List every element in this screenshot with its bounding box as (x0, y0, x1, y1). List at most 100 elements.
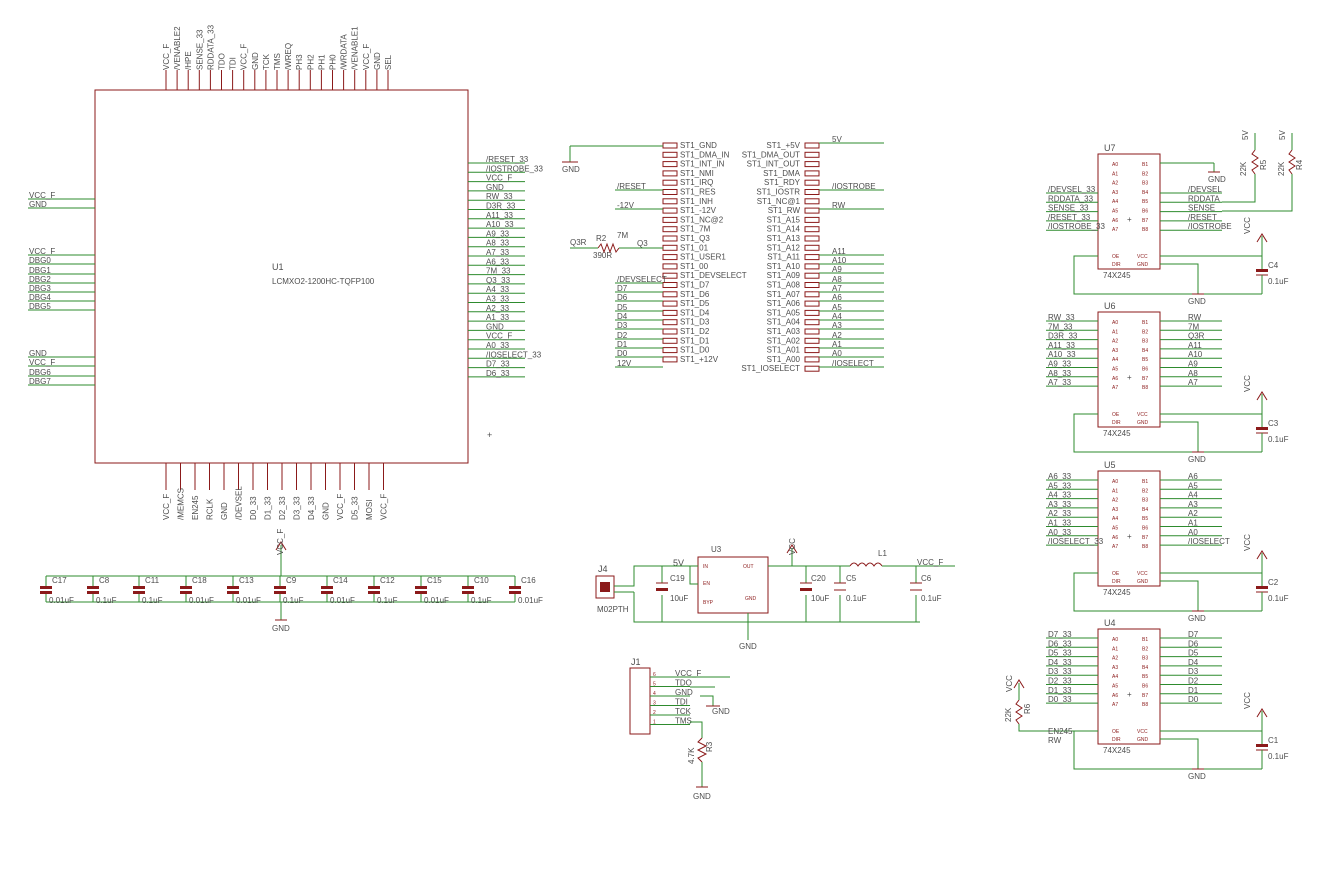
buffer-right-net: /DEVSEL (1188, 185, 1222, 194)
slot-right-pin: ST1_A11 (767, 253, 800, 262)
u1-top-net: /WRDATA (340, 34, 349, 70)
buffer-left-net: A11_33 (1048, 341, 1076, 350)
buffer-pin-oe: OE (1112, 729, 1120, 735)
buffer-right-net: A4 (1188, 491, 1198, 500)
slot-right-net: A5 (832, 303, 842, 312)
u1-top-net: GND (251, 52, 260, 70)
buffer-pin-b: B5 (1142, 674, 1148, 680)
buffer-pin-b: B1 (1142, 479, 1148, 485)
cap-ref: C16 (521, 576, 536, 585)
u1-bottom-net: VCC_F (380, 494, 389, 520)
buffer-left-net: D0_33 (1048, 695, 1072, 704)
q3-label: Q3 (637, 239, 648, 248)
buffer-pin-a: A4 (1112, 199, 1118, 205)
buffer-pin-a: A3 (1112, 348, 1118, 354)
jtag-gnd2: GND (693, 792, 711, 801)
slot-left-pin: ST1_Q3 (680, 234, 710, 243)
u1-right-net: A6_33 (486, 257, 510, 266)
slot-right-pin: ST1_A00 (767, 355, 801, 364)
u1-right-net: GND (486, 322, 504, 331)
u1-top-net: /WREQ (284, 43, 293, 70)
buffer-pin-a: A2 (1112, 498, 1118, 504)
slot-left-pin: ST1_RES (680, 188, 716, 197)
jtag-net: VCC_F (675, 669, 701, 678)
buffer-pin-a: A2 (1112, 656, 1118, 662)
buffer-left-net: D3_33 (1048, 667, 1072, 676)
u1-right-net: /IOSTROBE_33 (486, 164, 543, 173)
buffer-pin-oe: OE (1112, 412, 1120, 418)
u1-left-net: VCC_F (29, 358, 55, 367)
u4-rw-label: RW (1048, 736, 1062, 745)
slot-right-net: A11 (832, 247, 846, 256)
slot-right-pin: ST1_IOSELECT (741, 364, 800, 373)
slot-right-net: RW (832, 201, 846, 210)
slot-left-pin: ST1_INH (680, 197, 713, 206)
u1-left-net: DBG1 (29, 266, 51, 275)
u3-gnd-label: GND (739, 642, 757, 651)
cap-ref: C14 (333, 576, 348, 585)
slot-left-net: D6 (617, 293, 628, 302)
buffer-pin-a: A0 (1112, 479, 1118, 485)
u1-top-net: SEL (384, 54, 393, 70)
buffer-pin-a: A1 (1112, 488, 1118, 494)
buffer-pin-a: A6 (1112, 693, 1118, 699)
u1-bottom-net: GND (322, 502, 331, 520)
buffer-pin-b: B6 (1142, 684, 1148, 690)
buffer-right-net: D0 (1188, 695, 1199, 704)
l1-ref: L1 (878, 549, 887, 558)
u1-right-net: D6_33 (486, 369, 510, 378)
slot-left-net: D2 (617, 331, 628, 340)
buffer-pin-b: B5 (1142, 357, 1148, 363)
slot-right-pin: ST1_A06 (767, 299, 801, 308)
buffer-value: 74X245 (1103, 746, 1131, 755)
c5-ref: C5 (846, 574, 857, 583)
u1-right-net: A9_33 (486, 229, 510, 238)
slot-left-pin: ST1_GND (680, 141, 717, 150)
power-5v-label: 5V (673, 558, 684, 568)
buffer-pin-gnd: GND (1137, 420, 1149, 426)
slot-left-pin: ST1_-12V (680, 206, 717, 215)
buffer-value: 74X245 (1103, 588, 1131, 597)
slot-left-pin: ST1_DEVSELECT (680, 271, 747, 280)
u1-bottom-net: D3_33 (293, 496, 302, 520)
slot-right-pin: ST1_+5V (766, 141, 800, 150)
u1-bottom-net: /MEMCS (177, 488, 186, 520)
cap-ref: C9 (286, 576, 297, 585)
u1-top-net: TDI (229, 57, 238, 70)
buffer-cap-ref: C2 (1268, 578, 1279, 587)
cap-ref: C12 (380, 576, 395, 585)
buffer-pin-vcc: VCC (1137, 254, 1148, 260)
u1-left-net: GND (29, 349, 47, 358)
buffer-cap-value: 0.1uF (1268, 277, 1289, 286)
u1-bottom-net: RCLK (206, 498, 215, 520)
slot-right-net: A8 (832, 275, 842, 284)
cap-value: 0.1uF (142, 596, 163, 605)
slot-left-pin: ST1_NMI (680, 169, 714, 178)
u1-right-net: A2_33 (486, 304, 510, 313)
buffer-right-net: A9 (1188, 360, 1198, 369)
u1-left-net: DBG3 (29, 284, 51, 293)
u1-bottom-net: VCC_F (162, 494, 171, 520)
u1-right-net: A3_33 (486, 295, 510, 304)
slot-right-pin: ST1_RDY (764, 178, 801, 187)
u1-right-net: /IOSELECT_33 (486, 350, 542, 359)
jtag-net: TDI (675, 698, 688, 707)
jtag-pin-number: 3 (653, 701, 656, 707)
slot-right-pin: ST1_A08 (767, 281, 801, 290)
c19-ref: C19 (670, 574, 685, 583)
u4-vcc-label: VCC (1005, 675, 1014, 692)
buffer-left-net: A8_33 (1048, 369, 1072, 378)
c20-value: 10uF (811, 594, 829, 603)
buffer-pin-b: B2 (1142, 329, 1148, 335)
buffer-left-net: 7M_33 (1048, 322, 1073, 331)
buffer-ref: U6 (1104, 301, 1116, 311)
slot-left-pin: ST1_IRQ (680, 178, 713, 187)
buffer-right-net: A10 (1188, 350, 1203, 359)
slot-right-pin: ST1_RW (768, 206, 801, 215)
buffer-pin-dir: DIR (1112, 579, 1121, 585)
u1-top-net: /HPE (184, 51, 193, 70)
jtag-net: GND (675, 688, 693, 697)
buffer-right-net: /IOSTROBE (1188, 222, 1232, 231)
buffer-left-net: /DEVSEL_33 (1048, 185, 1096, 194)
jtag-pin-number: 6 (653, 672, 656, 678)
